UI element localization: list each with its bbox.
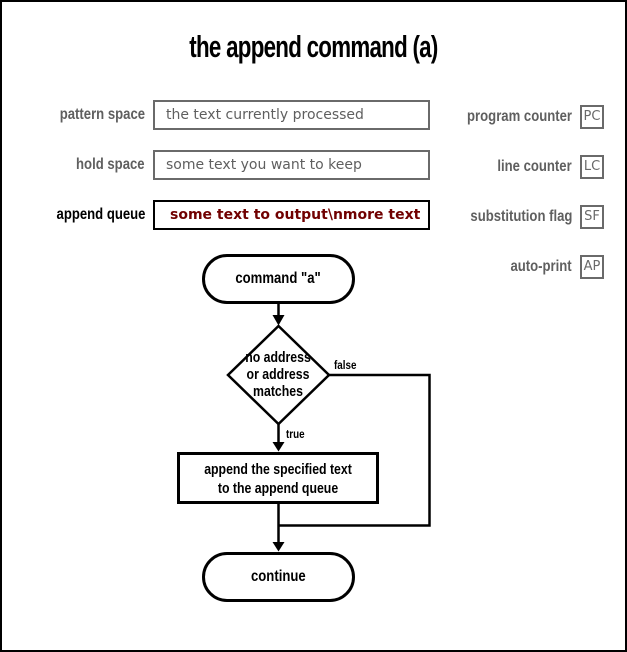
state-label-hold-space: hold space	[76, 156, 145, 173]
hold-space-value: some text you want to keep	[166, 157, 362, 173]
append-queue-box: some text to output\nmore text	[153, 200, 430, 230]
state-label-pattern-space: pattern space	[59, 106, 145, 123]
decision-label: no address or address matches	[245, 349, 312, 400]
auto-print-box: AP	[580, 255, 604, 279]
page-title: the append command (a)	[2, 29, 625, 65]
state-label-append-queue: append queue	[56, 206, 145, 223]
end-node: continue	[202, 552, 355, 602]
pattern-space-value: the text currently processed	[166, 107, 364, 123]
process-node: append the specified text to the append …	[177, 452, 379, 504]
end-node-label: continue	[251, 568, 306, 585]
append-queue-value: some text to output\nmore text	[170, 207, 421, 223]
pattern-space-box: the text currently processed	[153, 100, 430, 130]
arrowhead-into-process	[272, 442, 285, 452]
start-node: command "a"	[202, 254, 355, 304]
arrowhead-into-decision	[272, 315, 285, 326]
start-node-label: command "a"	[235, 270, 322, 287]
register-label-line-counter: line counter	[497, 158, 572, 175]
true-branch-label: true	[286, 427, 305, 441]
program-counter-box: PC	[580, 105, 604, 129]
register-label-program-counter: program counter	[467, 108, 572, 125]
arrowhead-into-end	[272, 542, 285, 552]
page-title-text: the append command (a)	[189, 29, 438, 64]
substitution-flag-box: SF	[580, 205, 604, 229]
register-label-auto-print: auto-print	[510, 258, 572, 275]
hold-space-box: some text you want to keep	[153, 150, 430, 180]
register-label-substitution-flag: substitution flag	[469, 208, 572, 225]
false-branch-label: false	[334, 358, 357, 372]
line-counter-box: LC	[580, 155, 604, 179]
